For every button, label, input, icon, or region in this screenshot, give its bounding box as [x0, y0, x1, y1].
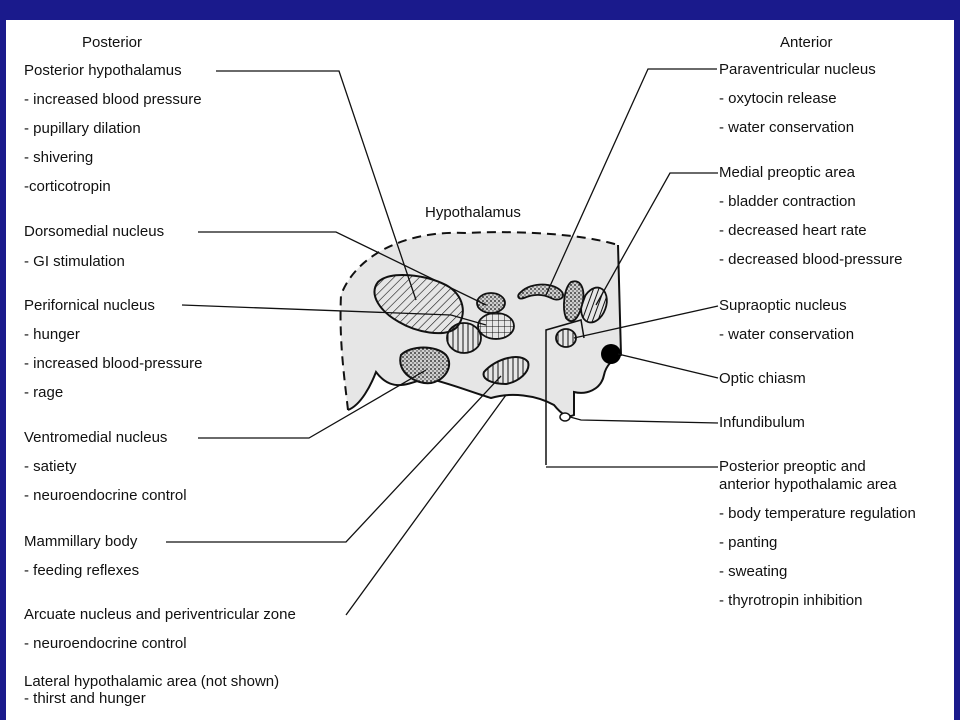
group-item: -corticotropin	[24, 178, 111, 195]
group-item: - thyrotropin inhibition	[719, 592, 863, 609]
leader-medial-preoptic	[595, 172, 718, 306]
group-item: - water conservation	[719, 119, 855, 136]
leader-dorsomedial	[198, 231, 487, 306]
infundibulum-title: Infundibulum	[719, 414, 805, 431]
fornix-circle	[446, 322, 482, 354]
leader-posterior-hypothalamus	[216, 70, 417, 301]
leader-infundibulum	[569, 416, 719, 424]
infundibulum-shape	[559, 412, 571, 422]
group-item: - shivering	[24, 149, 94, 166]
group-item: - bladder contraction	[719, 193, 856, 210]
group-item: - water conservation	[719, 326, 855, 343]
group-item: - pupillary dilation	[24, 120, 141, 137]
group-item: - feeding reflexes	[24, 562, 140, 579]
group-item: - increased blood-pressure	[24, 355, 203, 372]
leader-optic-chiasm	[617, 353, 719, 379]
paraventricular-nucleus	[517, 283, 564, 301]
perifornical-title: Perifornical nucleus	[24, 297, 155, 314]
region-solid-outline	[347, 244, 623, 418]
group-item: - panting	[719, 534, 778, 551]
group-item: - hunger	[24, 326, 80, 343]
optic-chiasm-title: Optic chiasm	[719, 370, 806, 387]
group-item: - oxytocin release	[719, 90, 837, 107]
group-item: - rage	[24, 384, 64, 401]
group-item: - sweating	[719, 563, 788, 580]
group-item: anterior hypothalamic area	[719, 476, 897, 493]
leader-perifornical	[181, 304, 487, 326]
mammillary-body	[482, 356, 530, 386]
mammillary-title: Mammillary body	[24, 533, 138, 550]
slide: Posterior Anterior Hypothalamus Posterio…	[6, 20, 954, 720]
supraoptic-nucleus	[555, 328, 577, 348]
group-item: - satiety	[24, 458, 77, 475]
ventromedial-title: Ventromedial nucleus	[24, 429, 168, 446]
leader-paraventricular	[545, 68, 717, 296]
group-item: - neuroendocrine control	[24, 635, 187, 652]
posterior-header: Posterior	[82, 34, 143, 51]
leader-supraoptic	[573, 305, 719, 339]
leader-ventromedial	[198, 369, 427, 439]
ventricle-line	[545, 319, 585, 465]
preoptic-dotted-nucleus	[563, 280, 585, 322]
hypothalamus-header: Hypothalamus	[425, 204, 521, 221]
group-item: - body temperature regulation	[719, 505, 916, 522]
anterior-header: Anterior	[780, 34, 833, 51]
leader-arcuate	[345, 394, 507, 616]
region-dashed-outline	[339, 231, 619, 411]
group-item: - thirst and hunger	[24, 690, 146, 707]
medial-preoptic-title: Medial preoptic area	[719, 164, 855, 181]
ventromedial-nucleus	[399, 346, 451, 385]
lateral-title: Lateral hypothalamic area (not shown)	[24, 673, 280, 690]
posterior-preoptic-title: Posterior preoptic and	[719, 458, 866, 475]
hypothalamus-diagram	[166, 68, 719, 616]
group-item: - GI stimulation	[24, 253, 125, 270]
perifornical-nucleus	[477, 312, 515, 340]
dorsomedial-title: Dorsomedial nucleus	[24, 223, 165, 240]
group-item: - decreased blood-pressure	[719, 251, 903, 268]
group-item: - neuroendocrine control	[24, 487, 187, 504]
paraventricular-title: Paraventricular nucleus	[719, 61, 876, 78]
optic-chiasm-shape	[601, 344, 621, 364]
group-item: - decreased heart rate	[719, 222, 867, 239]
leader-mammillary	[166, 375, 502, 543]
arcuate-title: Arcuate nucleus and periventricular zone	[24, 606, 296, 623]
supraoptic-title: Supraoptic nucleus	[719, 297, 847, 314]
posterior-hypothalamus-title: Posterior hypothalamus	[24, 62, 182, 79]
group-item: - increased blood pressure	[24, 91, 202, 108]
